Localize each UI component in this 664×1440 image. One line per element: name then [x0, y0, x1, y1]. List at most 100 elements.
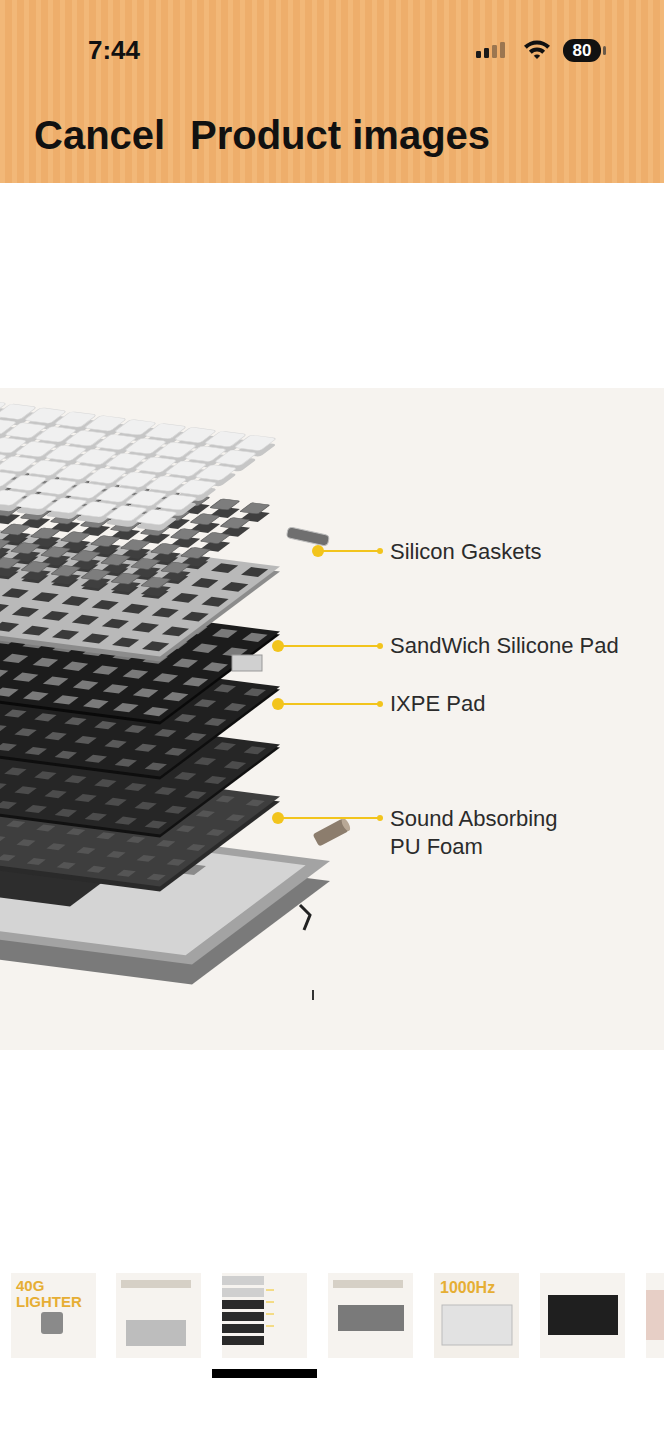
- foam-hole: [57, 862, 76, 869]
- foam-hole: [186, 844, 205, 851]
- plate-hole: [171, 593, 198, 603]
- switch-top: [101, 554, 131, 565]
- wifi-icon: [524, 40, 550, 59]
- thumbnail-strip: [11, 1273, 664, 1358]
- sandwich-hole: [93, 666, 119, 675]
- plate-hole: [112, 637, 139, 647]
- sandwich-hole: [242, 633, 268, 642]
- foam-hole: [147, 874, 166, 881]
- switch-top: [150, 543, 180, 554]
- foam-hole: [196, 810, 215, 817]
- foam-hole: [16, 839, 35, 846]
- foam-hole: [246, 799, 265, 806]
- ixpe-hole: [164, 748, 186, 756]
- ixpe-hole: [224, 703, 246, 711]
- ixpe-hole: [124, 725, 146, 733]
- thumb-layer: [222, 1276, 264, 1285]
- leader-end: [377, 548, 383, 554]
- switch-top: [120, 539, 150, 550]
- foam-hole: [76, 847, 95, 854]
- thumbnail: [116, 1273, 201, 1358]
- sandwich-hole: [113, 703, 139, 712]
- foam-hole: [6, 821, 25, 828]
- pad-hole: [0, 801, 17, 809]
- switch-tops: [0, 452, 270, 588]
- keycap: [234, 435, 277, 451]
- switch-top: [200, 532, 230, 543]
- switch-top: [220, 517, 250, 528]
- thumb-keyboard: [338, 1305, 404, 1331]
- exploded-keyboard: [0, 388, 352, 1000]
- pad-hole: [4, 767, 26, 775]
- ixpe-hole: [115, 759, 137, 767]
- sandwich-hole: [53, 695, 79, 704]
- sandwich-hole: [123, 669, 149, 678]
- ixpe-hole: [14, 728, 36, 736]
- sandwich-hole: [0, 687, 19, 696]
- signal-bar: [492, 45, 497, 58]
- pad-hole: [55, 809, 77, 817]
- plate-surface: [0, 512, 280, 657]
- thumbnail-bg: [328, 1273, 413, 1358]
- pad-hole: [204, 776, 226, 784]
- pad-hole: [244, 746, 266, 754]
- keycap: [214, 450, 257, 466]
- leader-dot: [272, 698, 284, 710]
- sandwich-hole: [153, 673, 179, 682]
- pad-hole: [224, 761, 246, 769]
- ixpe-hole: [204, 718, 226, 726]
- pad-hole: [85, 813, 107, 821]
- sandwich-hole: [83, 699, 109, 708]
- thumbnail-text: 40G LIGHTER: [16, 1278, 82, 1310]
- thumbnail-bg: [434, 1273, 519, 1358]
- sandwich-hole: [3, 654, 29, 663]
- leader-dot: [272, 640, 284, 652]
- sandwich-hole: [103, 684, 129, 693]
- pad-hole: [154, 787, 176, 795]
- keycap: [194, 465, 237, 481]
- plate-hole: [0, 622, 19, 632]
- plate-top: [0, 512, 280, 657]
- sandwich-hole: [172, 658, 198, 667]
- leader-line: [278, 703, 380, 705]
- ixpe-hole: [44, 732, 66, 740]
- pad-hole: [164, 806, 186, 814]
- keycap: [155, 494, 198, 510]
- part-label: Silicon Gaskets: [390, 538, 542, 566]
- wifi-arc: [534, 54, 540, 59]
- foam-hole: [216, 796, 235, 803]
- leader-end: [377, 643, 383, 649]
- thumbnail: [11, 1273, 96, 1358]
- switch-top: [210, 499, 240, 510]
- ixpe-hole: [134, 744, 156, 752]
- thumb-layer: [222, 1312, 264, 1321]
- sandwich-hole: [202, 662, 228, 671]
- signal-bar: [476, 51, 481, 58]
- plate-hole: [132, 623, 159, 633]
- pad-hole: [134, 802, 156, 810]
- switch-top: [180, 547, 210, 558]
- ixpe-hole: [194, 699, 216, 707]
- wifi-arc: [524, 40, 550, 48]
- plate-hole: [102, 619, 129, 629]
- pad-hole: [104, 798, 126, 806]
- ixpe-hole: [104, 740, 126, 748]
- status-time: 7:44: [88, 35, 140, 65]
- plate-hole: [32, 592, 59, 602]
- plate-hole: [221, 582, 248, 592]
- sandwich-hole: [63, 662, 89, 671]
- thumb-switch: [41, 1312, 63, 1334]
- ixpe-hole: [184, 733, 206, 741]
- leader-lines: [272, 545, 383, 824]
- silicon-gasket: [286, 527, 329, 546]
- plate-hole: [142, 641, 169, 651]
- screw: [312, 990, 314, 1000]
- leader-line: [278, 645, 380, 647]
- ixpe-hole: [74, 736, 96, 744]
- foam-hole: [66, 828, 85, 835]
- foam-hole: [156, 840, 175, 847]
- thumb-laptop: [548, 1295, 618, 1335]
- switch-body: [0, 547, 11, 558]
- signal-bar: [500, 42, 505, 58]
